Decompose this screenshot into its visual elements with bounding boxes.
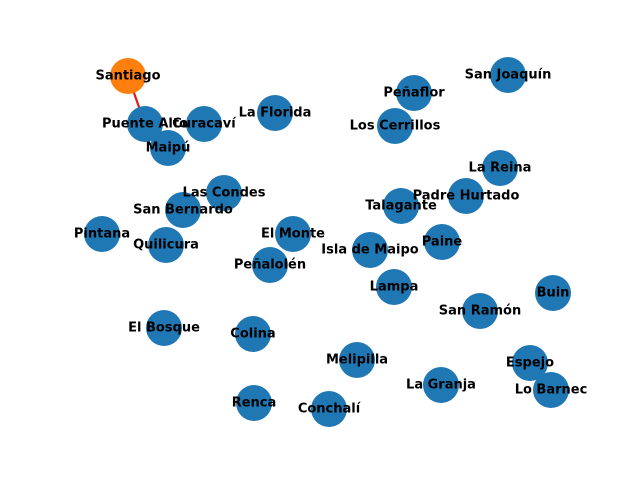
node-label-san-joaquin: San Joaquín [465,68,552,83]
node-label-quilicura: Quilicura [133,238,199,253]
node-label-san-ramon: San Ramón [439,304,521,319]
node-pintana [84,216,120,252]
node-isla-de-maipo [352,232,388,268]
node-label-maipu: Maipú [146,141,191,156]
node-label-paine: Paine [422,235,463,250]
node-buin [535,275,571,311]
node-label-renca: Renca [232,396,277,411]
node-label-conchali: Conchalí [298,402,362,417]
node-quilicura [148,227,184,263]
nodes-layer [84,57,571,427]
node-label-san-bernardo: San Bernardo [133,203,233,218]
node-conchali [311,391,347,427]
node-label-talagante: Talagante [365,199,437,214]
node-la-reina [482,150,518,186]
node-colina [235,316,271,352]
node-label-lampa: Lampa [370,280,419,295]
node-la-granja [423,367,459,403]
node-renca [236,385,272,421]
node-melipilla [339,342,375,378]
node-label-puente-alto: Puente Alto [102,117,188,132]
node-label-lo-barnec: Lo Barnec [515,383,588,398]
node-label-la-florida: La Florida [239,106,312,121]
node-label-el-bosque: El Bosque [128,321,200,336]
node-padre-hurtado [448,178,484,214]
node-paine [424,224,460,260]
node-label-los-cerrillos: Los Cerrillos [350,119,441,134]
node-curacavi [186,106,222,142]
node-label-isla-de-maipo: Isla de Maipo [321,243,418,258]
node-talagante [383,188,419,224]
node-label-espejo: Espejo [506,356,554,371]
node-lo-barnec [533,372,569,408]
node-label-penalolen: Peñalolén [234,258,306,273]
node-el-bosque [146,310,182,346]
node-los-cerrillos [377,108,413,144]
node-label-la-reina: La Reina [469,161,532,176]
node-penaflor [396,75,432,111]
node-san-ramon [462,293,498,329]
node-maipu [150,130,186,166]
node-san-joaquin [490,57,526,93]
node-puente-alto [127,106,163,142]
node-label-curacavi: Curacaví [172,117,237,132]
node-label-melipilla: Melipilla [326,353,388,368]
node-label-pintana: Pintana [74,227,130,242]
node-label-colina: Colina [230,327,275,342]
node-santiago [110,58,146,94]
node-la-florida [257,95,293,131]
node-label-la-granja: La Granja [406,378,476,393]
node-el-monte [275,216,311,252]
node-label-santiago: Santiago [95,69,160,84]
node-label-padre-hurtado: Padre Hurtado [413,189,520,204]
node-label-las-condes: Las Condes [183,186,266,201]
node-label-el-monte: El Monte [261,227,325,242]
node-espejo [512,345,548,381]
node-label-penaflor: Peñaflor [383,86,445,101]
node-penalolen [252,247,288,283]
node-label-buin: Buin [537,286,570,301]
node-lampa [376,269,412,305]
node-san-bernardo [165,192,201,228]
node-las-condes [206,175,242,211]
